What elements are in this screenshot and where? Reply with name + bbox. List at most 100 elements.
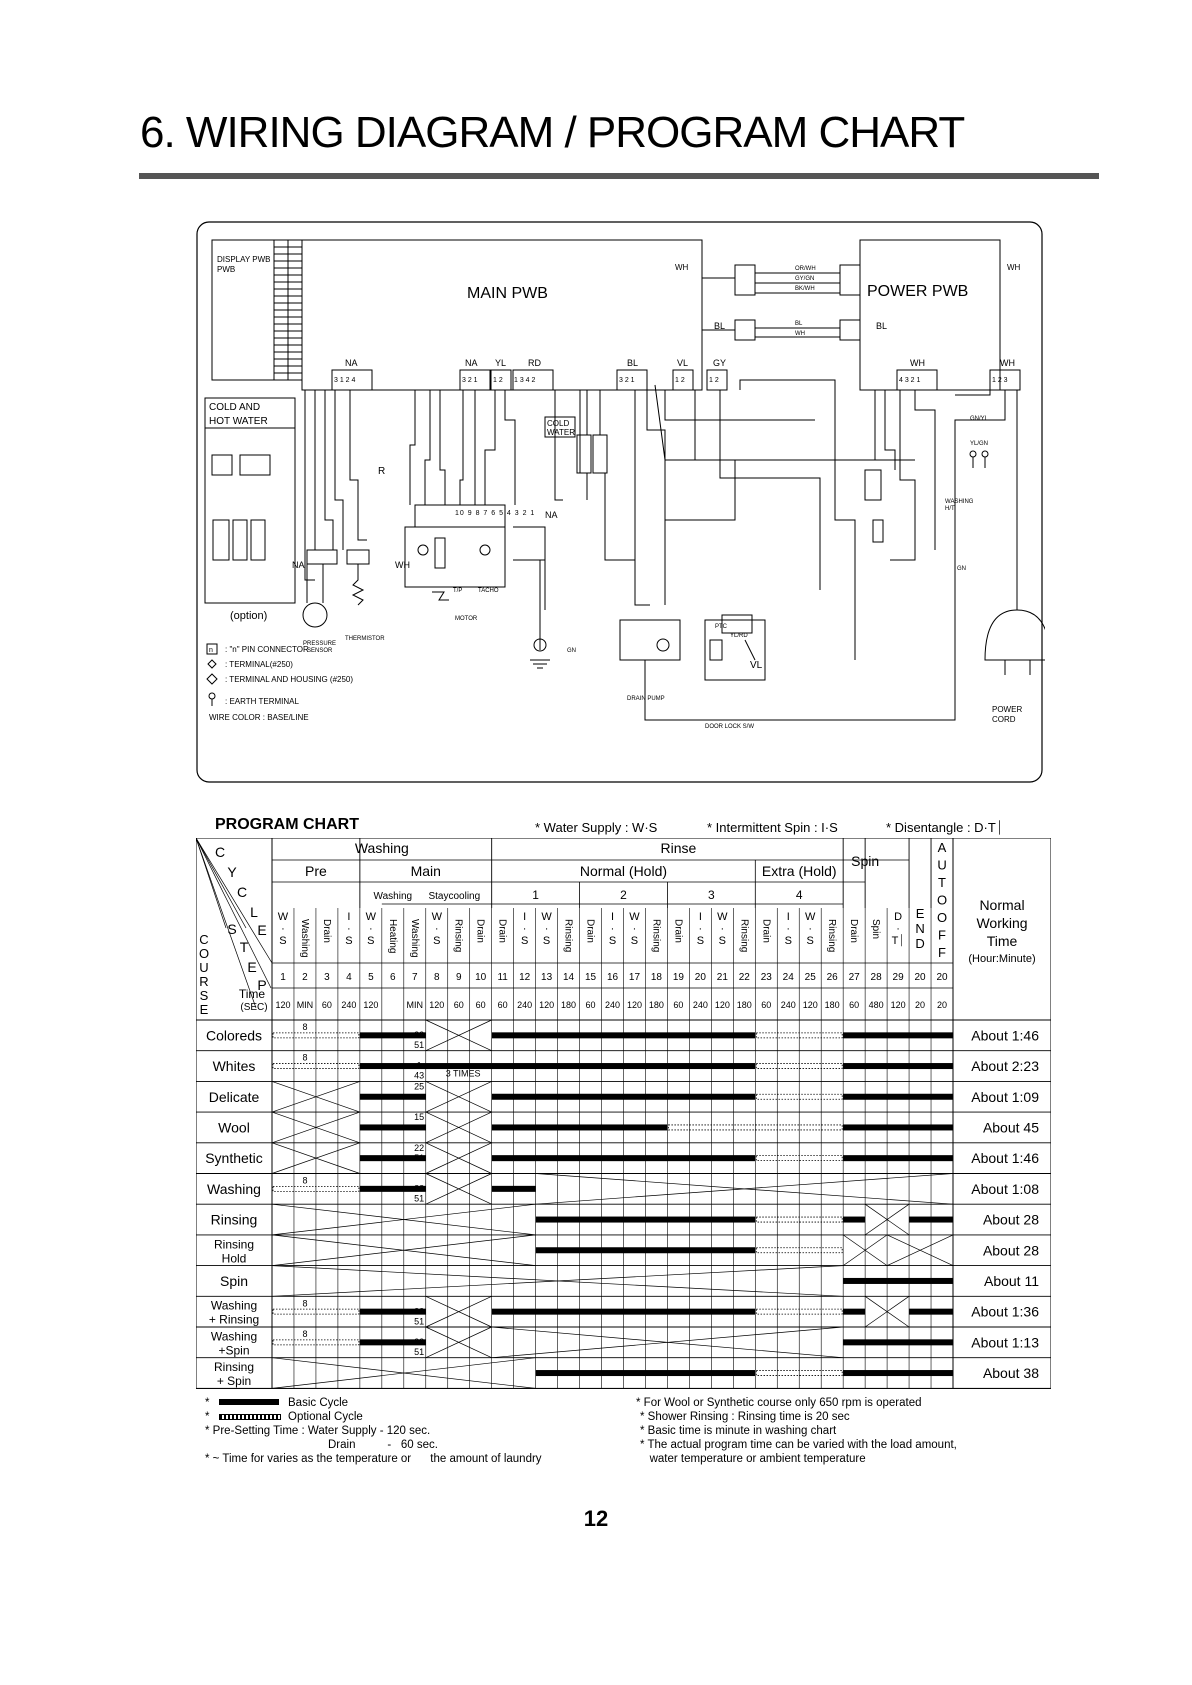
step-time: 20 [915,1000,925,1010]
course-name: Hold [222,1251,247,1265]
optional-cycle-bar [755,1216,843,1223]
step-time: 60 [322,1000,332,1010]
course-note: 22 [414,1184,424,1194]
step-label: Drain [672,919,683,943]
pressure-sensor-shape [302,602,328,628]
step-number: 29 [893,972,905,983]
optional-cycle-bar [755,1063,843,1069]
step-label: S [697,935,704,947]
footnote-optional-cycle: Optional Cycle [288,1411,363,1423]
basic-cycle-bar [359,1124,404,1131]
course-header-char: S [227,921,236,937]
step-label: Drain [848,919,859,943]
step-number: 14 [563,972,575,983]
basic-cycle-bar [535,1370,756,1377]
step-time: 180 [825,1000,840,1010]
svg-text:4 3 2 1: 4 3 2 1 [899,377,921,384]
rinse-1: 1 [532,888,539,902]
course-time: About 1:36 [971,1304,1039,1320]
end-label-char: E [916,906,925,921]
step-time: 180 [561,1000,576,1010]
course-note: 43 [414,1071,424,1081]
basic-cycle-bar [403,1124,426,1131]
svg-text:GN/YL: GN/YL [970,416,989,422]
step-number: 20 [914,972,926,983]
step-label: I [787,911,790,923]
step-label: Drain [585,919,596,943]
optional-cycle-bar [755,1032,843,1039]
step-label: · [896,923,900,935]
step-time: 120 [715,1000,730,1010]
step-label: Washing [409,919,420,958]
basic-cycle-bar [491,1124,668,1131]
step-time: 120 [429,1000,444,1010]
course-side-char: E [200,1002,209,1017]
footnote-wool: * For Wool or Synthetic course only 650 … [636,1397,922,1409]
auto-off-char: U [937,858,946,873]
sub-staycooling: Staycooling [428,891,480,902]
svg-text:WATER: WATER [547,428,575,437]
step-time: 240 [605,1000,620,1010]
footnote-star: * [205,1397,210,1409]
svg-text:HOT WATER: HOT WATER [209,416,268,427]
svg-text:3 2 1: 3 2 1 [462,377,478,384]
step-time: 60 [849,1000,859,1010]
svg-text:RD: RD [528,358,541,368]
course-time: About 1:09 [971,1089,1039,1105]
ribbon-connector [273,239,303,381]
step-label: Spin [870,919,881,939]
svg-text:GY/GN: GY/GN [795,276,814,282]
step-label: · [545,923,549,935]
course-time: About 11 [984,1273,1039,1289]
normal-working-time: Normal [979,897,1024,913]
svg-text:BL: BL [627,358,638,368]
basic-cycle-bar [843,1216,866,1223]
svg-text:WH: WH [795,331,805,337]
basic-cycle-bar [535,1247,756,1254]
group-normal-hold: Normal (Hold) [580,863,667,879]
wiring-diagram: DISPLAY PWB PWB MAIN PWB POWER PWB COLD … [196,221,1045,783]
course-header-char: T [240,939,249,955]
course-header-char: E [257,922,266,938]
course-note: 22 [414,1337,424,1347]
course-name: Rinsing [211,1212,258,1228]
optional-cycle-bar [272,1185,360,1192]
footnote-basic-time: * Basic time is minute in washing chart [640,1425,837,1437]
step-number: 15 [585,972,597,983]
step-time: 180 [737,1000,752,1010]
basic-cycle-bar [909,1308,953,1315]
power-pwb-box [859,239,1001,391]
optional-cycle-bar [755,1370,843,1376]
course-header-char: E [247,959,256,975]
step-time: 180 [649,1000,664,1010]
svg-text:R: R [378,466,385,477]
step-number: 2 [302,972,308,983]
step-number: 9 [456,972,462,983]
step-time: 60 [476,1000,486,1010]
step-label: S [543,935,550,947]
course-name: Washing [211,1299,257,1313]
step-number: 13 [541,972,553,983]
step-label: · [281,923,285,935]
course-side-char: C [199,932,208,947]
cold-hot-label: COLD AND [209,402,260,413]
course-name: + Rinsing [209,1313,259,1327]
step-label: S [367,935,374,947]
course-header-char: C [215,844,225,860]
main-pwb-label: MAIN PWB [467,285,548,302]
footnote-actual-time-cont: water temperature or ambient temperature [640,1453,866,1465]
step-label: W [805,911,816,923]
svg-text:NA: NA [465,358,478,368]
course-note: 8 [302,1176,307,1186]
svg-text:1 2 3: 1 2 3 [992,377,1008,384]
svg-text:NA: NA [292,560,305,570]
note-disentangle: * Disentangle : D·T⏐ [886,820,1004,835]
svg-text:1 2: 1 2 [709,377,719,384]
course-note: 1 [417,1061,422,1071]
step-label: I [699,911,702,923]
basic-cycle-bar [359,1063,492,1070]
normal-working-time: Working [976,915,1027,931]
drain-pump-box [619,619,681,661]
step-number: 8 [434,972,440,983]
footnote-star: * [205,1411,210,1423]
